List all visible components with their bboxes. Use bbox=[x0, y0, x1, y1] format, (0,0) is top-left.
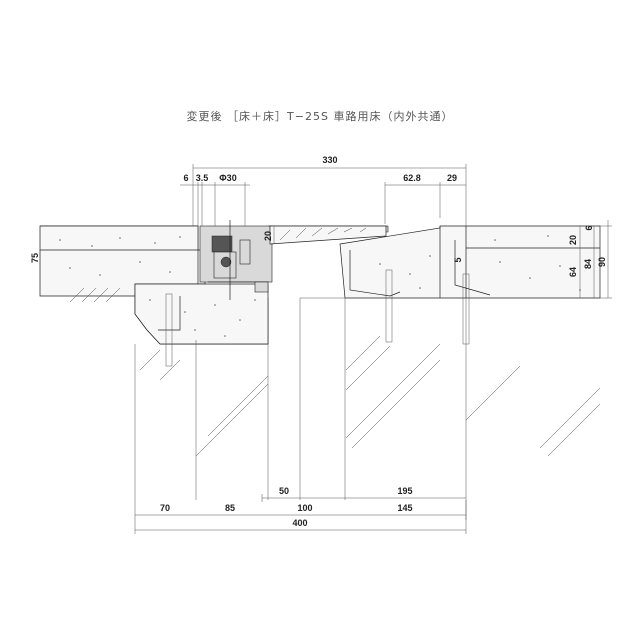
dim-6: 6 bbox=[183, 173, 188, 183]
concrete-texture-left bbox=[59, 236, 256, 337]
dim-3-5: 3.5 bbox=[196, 173, 209, 183]
dimensions-bottom: 50 195 70 85 100 145 400 bbox=[134, 486, 467, 534]
dim-64: 64 bbox=[568, 267, 578, 277]
dim-29: 29 bbox=[447, 173, 457, 183]
soffit-hatch-left bbox=[69, 287, 269, 457]
left-floor-slab bbox=[39, 225, 269, 500]
dim-330: 330 bbox=[322, 155, 337, 165]
soffit-hatch-right bbox=[345, 335, 601, 457]
dim-62-8: 62.8 bbox=[403, 173, 421, 183]
dim-85: 85 bbox=[225, 503, 235, 513]
dim-50: 50 bbox=[279, 486, 289, 496]
dim-145: 145 bbox=[397, 503, 412, 513]
dim-5: 5 bbox=[453, 257, 463, 262]
dim-20-mid: 20 bbox=[263, 231, 273, 241]
dim-90: 90 bbox=[597, 257, 607, 267]
anchor-bolt-left bbox=[158, 296, 181, 331]
left-joint-hardware bbox=[199, 220, 273, 300]
concrete-texture-right bbox=[379, 235, 581, 291]
dimensions-top: 330 6 3.5 Φ30 62.8 29 bbox=[180, 155, 467, 226]
dim-6-right: 6 bbox=[584, 225, 594, 230]
drawing-title: 変更後 ［床＋床］T−25S 車路用床（内外共通） bbox=[187, 109, 454, 123]
dim-195: 195 bbox=[397, 486, 412, 496]
dim-400: 400 bbox=[292, 518, 307, 528]
cover-plate bbox=[268, 225, 389, 245]
dim-70: 70 bbox=[160, 503, 170, 513]
dim-84: 84 bbox=[583, 259, 593, 269]
dim-dia-30: Φ30 bbox=[219, 173, 236, 183]
dim-20-right: 20 bbox=[568, 235, 578, 245]
dimensions-left: 75 20 5 bbox=[30, 226, 463, 290]
right-floor-slab bbox=[299, 225, 601, 520]
dim-100: 100 bbox=[297, 503, 312, 513]
dim-75: 75 bbox=[30, 253, 40, 263]
dimensions-right: 20 6 64 84 90 bbox=[560, 220, 612, 299]
